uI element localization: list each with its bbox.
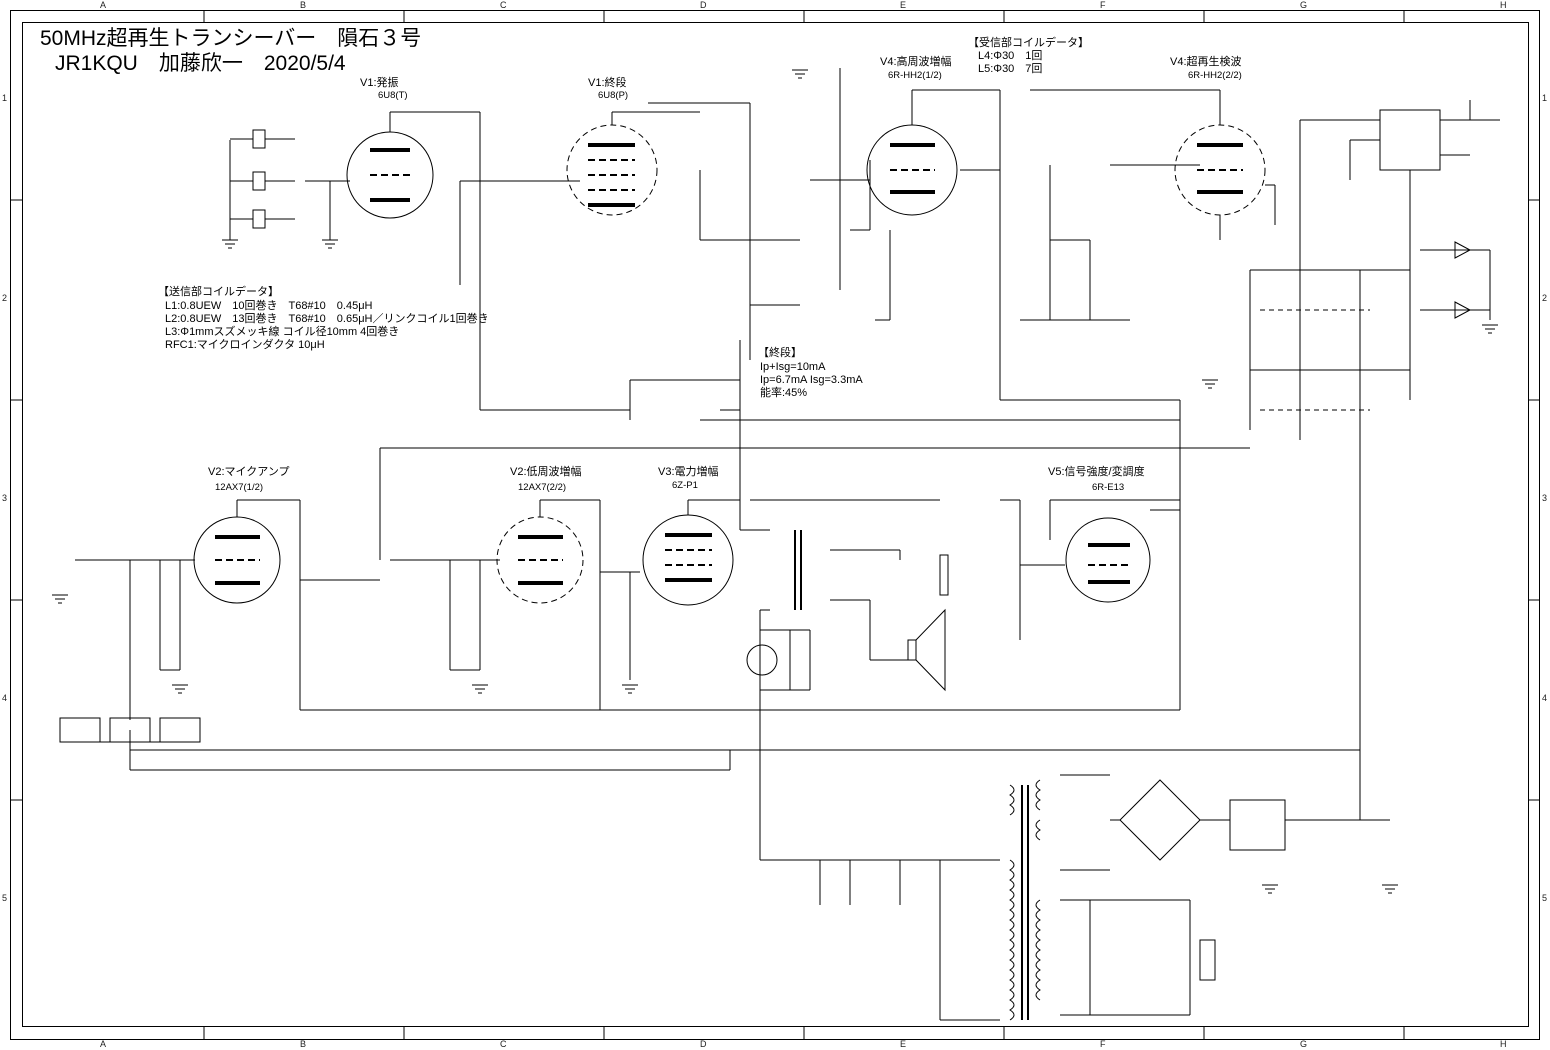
- grid-col-f-bottom: F: [1100, 1039, 1106, 1049]
- tx-coil-data-line: RFC1:マイクロインダクタ 10μH: [165, 339, 325, 351]
- tube-v3-power: [642, 514, 734, 606]
- grid-col-c-bottom: C: [500, 1039, 507, 1049]
- grid-col-e: E: [900, 0, 907, 10]
- grid-col-g-bottom: G: [1300, 1039, 1308, 1049]
- stage-name: V2:低周波増幅: [510, 466, 582, 478]
- grid-row-2-right: 2: [1542, 293, 1548, 303]
- speaker-magnet: [907, 639, 917, 661]
- rx-coil-data-header: 【受信部コイルデータ】: [968, 37, 1089, 49]
- stage-name: V5:信号強度/変調度: [1048, 466, 1145, 478]
- grid-row-4-right: 4: [1542, 693, 1548, 703]
- speaker-cone: [915, 608, 946, 692]
- stage-name: V4:超再生検波: [1170, 56, 1242, 68]
- final-stage-line: 能率:45%: [760, 387, 808, 399]
- tube-v4-det: [1174, 124, 1266, 216]
- stage-tube: 6R-HH2(1/2): [888, 70, 942, 81]
- grid-row-1: 1: [2, 93, 8, 103]
- grid-col-a: A: [100, 0, 107, 10]
- grid-row-5: 5: [2, 893, 8, 903]
- grid-row-3: 3: [2, 493, 8, 503]
- tube-v4-rf: [866, 124, 958, 216]
- stage-name: V1:終段: [588, 77, 627, 89]
- grid-col-g: G: [1300, 0, 1308, 10]
- grid-col-d-bottom: D: [700, 1039, 707, 1049]
- tube-v2-mic: [193, 516, 281, 604]
- grid-col-c: C: [500, 0, 507, 10]
- tx-coil-data-header: 【送信部コイルデータ】: [158, 286, 279, 298]
- title-line-2: JR1KQU 加藤欣一 2020/5/4: [55, 52, 346, 75]
- grid-row-1-right: 1: [1542, 93, 1548, 103]
- ground-symbols: [52, 69, 1498, 894]
- grid-col-b-bottom: B: [300, 1039, 307, 1049]
- final-stage-line: Ip=6.7mA Isg=3.3mA: [760, 374, 863, 386]
- transformer-core-right: [939, 554, 949, 596]
- grid-col-e-bottom: E: [900, 1039, 907, 1049]
- relay-ry3: [159, 717, 201, 743]
- tx-coil-data-line: L2:0.8UEW 13回巻き T68#10 0.65μH／リンクコイル1回巻き: [165, 313, 489, 325]
- tube-v1-osc: [346, 131, 434, 219]
- bridge-rectifier: [1119, 779, 1201, 861]
- grid-col-h: H: [1500, 0, 1507, 10]
- stage-tube: 6R-E13: [1092, 482, 1125, 493]
- grid-row-4: 4: [2, 693, 8, 703]
- stage-tube: 12AX7(2/2): [518, 482, 567, 493]
- tx-coil-data-line: L3:Φ1mmスズメッキ線 コイル径10mm 4回巻き: [165, 326, 400, 338]
- stage-name: V2:マイクアンプ: [208, 466, 290, 478]
- tube-v5-eye: [1065, 517, 1151, 603]
- power-transformer: [1009, 779, 1041, 1021]
- avr-box: [1229, 799, 1286, 851]
- stage-name: V4:高周波増幅: [880, 56, 952, 68]
- tx-coil-data-line: L1:0.8UEW 10回巻き T68#10 0.45μH: [165, 300, 373, 312]
- grid-col-a-bottom: A: [100, 1039, 107, 1049]
- stage-tube: 6Z-P1: [672, 480, 698, 491]
- meter-100ma: [746, 644, 778, 676]
- ac-plug: [1199, 939, 1216, 981]
- relay-ry1: [59, 717, 101, 743]
- grid-row-2: 2: [2, 293, 8, 303]
- stage-tube: 6U8(P): [598, 90, 629, 101]
- tube-v2-af: [496, 516, 584, 604]
- stage-name: V1:発振: [360, 77, 399, 89]
- final-stage-header: 【終段】: [758, 347, 802, 359]
- grid-col-f: F: [1100, 0, 1106, 10]
- title-line-1: 50MHz超再生トランシーバー 隕石３号: [40, 27, 422, 50]
- mw-receiver-box: [1379, 109, 1441, 171]
- border-inner: [22, 22, 1529, 1027]
- stage-tube: 6U8(T): [378, 90, 408, 101]
- wiring: [52, 68, 1500, 1021]
- stage-tube: 12AX7(1/2): [215, 482, 264, 493]
- tube-v1-final: [566, 124, 658, 216]
- grid-ticks: [10, 10, 1540, 1039]
- grid-row-5-right: 5: [1542, 893, 1548, 903]
- stage-tube: 6R-HH2(2/2): [1188, 70, 1242, 81]
- rx-coil-data-line: L4:Φ30 1回: [978, 50, 1043, 62]
- grid-col-b: B: [300, 0, 307, 10]
- grid-col-h-bottom: H: [1500, 1039, 1507, 1049]
- grid-row-3-right: 3: [1542, 493, 1548, 503]
- final-stage-line: Ip+Isg=10mA: [760, 361, 826, 373]
- rx-coil-data-line: L5:Φ30 7回: [978, 63, 1043, 75]
- border-outer: [10, 10, 1540, 1040]
- grid-col-d: D: [700, 0, 707, 10]
- stage-name: V3:電力増幅: [658, 466, 719, 478]
